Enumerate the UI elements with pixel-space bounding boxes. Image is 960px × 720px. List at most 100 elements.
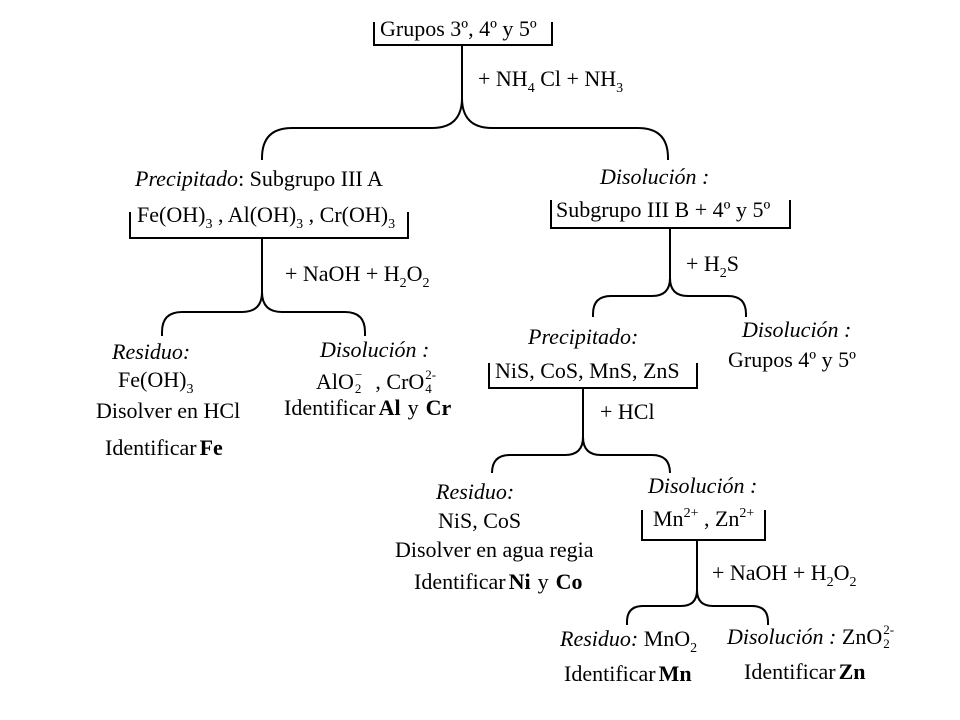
precipitado-sulfides-content: NiS, CoS, MnS, ZnS bbox=[495, 358, 680, 383]
formula-text: , CrO bbox=[369, 369, 425, 394]
reagent-h2s: + H2S bbox=[686, 251, 740, 281]
reagent-naoh-h2o2: + NaOH + H2O2 bbox=[285, 261, 430, 291]
reagent-subscript: 3 bbox=[616, 81, 624, 96]
element-symbol: Cr bbox=[425, 395, 452, 420]
formula-subscript: 3 bbox=[205, 217, 213, 232]
formula-subscript: 4 bbox=[425, 381, 432, 396]
element-symbol: Zn bbox=[838, 659, 866, 684]
element-symbol: Co bbox=[555, 569, 583, 594]
identify-text: Identificar bbox=[105, 435, 197, 460]
reagent-text: O bbox=[833, 560, 850, 585]
formula-superscript: 2- bbox=[425, 367, 437, 382]
mn-zn-bracket bbox=[641, 510, 766, 541]
subgroup-3a-bracket bbox=[129, 212, 409, 239]
reagent-text: S bbox=[726, 251, 740, 276]
disolucion-groups-content: Grupos 4º y 5º bbox=[728, 347, 856, 372]
reagent-subscript: 2 bbox=[826, 575, 834, 590]
reagent-subscript: 2 bbox=[719, 266, 727, 281]
reagent-subscript: 2 bbox=[422, 276, 430, 291]
subgroup-3b-brace-right bbox=[669, 277, 747, 317]
charge-subscript-stack: 2-4 bbox=[424, 368, 440, 395]
identify-text: Identificar bbox=[564, 661, 656, 686]
reagent-hcl: + HCl bbox=[600, 399, 655, 424]
residuo-ni-co-formula: NiS, CoS bbox=[438, 508, 522, 533]
reagent-subscript: 2 bbox=[399, 276, 407, 291]
formula-text: , Cr(OH) bbox=[303, 202, 389, 227]
residuo-fe-step: Disolver en HCl bbox=[96, 398, 241, 423]
reagent-naoh-h2o2-second: + NaOH + H2O2 bbox=[712, 560, 857, 590]
disolucion-label: Disolución : bbox=[727, 624, 837, 649]
residuo-ni-co-step: Disolver en agua regia bbox=[395, 537, 594, 562]
root-brace-right bbox=[461, 97, 669, 160]
residuo-fe-formula: Fe(OH)3 bbox=[118, 367, 193, 397]
formula-subscript: 2 bbox=[690, 641, 698, 656]
element-symbol: Al bbox=[378, 395, 401, 420]
formula-subscript: 2 bbox=[354, 381, 362, 396]
identify-text: Identificar bbox=[284, 395, 376, 420]
residuo-label: Residuo: bbox=[560, 626, 639, 651]
reagent-nh4cl-nh3: + NH4 Cl + NH3 bbox=[478, 66, 623, 96]
precipitado-label: Precipitado bbox=[135, 166, 239, 191]
hydroxides-formula: Fe(OH)3 , Al(OH)3 , Cr(OH)3 bbox=[137, 202, 395, 232]
residuo-ni-co-label: Residuo: bbox=[436, 479, 515, 504]
formula-subscript: 3 bbox=[186, 382, 194, 397]
formula-superscript: 2- bbox=[883, 622, 895, 637]
formula-text: ZnO bbox=[836, 624, 883, 649]
reagent-text: + NaOH + H bbox=[712, 560, 827, 585]
charge-subscript-stack: −2 bbox=[354, 368, 370, 395]
formula-text: Fe(OH) bbox=[137, 202, 206, 227]
reagent-subscript: 2 bbox=[849, 575, 857, 590]
reagent-text: + H bbox=[686, 251, 720, 276]
sulfides-brace-right bbox=[582, 436, 671, 474]
root-title: Grupos 3º, 4º y 5º bbox=[380, 16, 537, 41]
identify-text: Identificar bbox=[744, 659, 836, 684]
formula-text: Mn bbox=[653, 506, 684, 531]
residuo-fe-label: Residuo: bbox=[112, 339, 191, 364]
connector-text: y bbox=[537, 569, 549, 594]
subgroup-3a-label: Precipitado: Subgrupo III A bbox=[135, 167, 383, 191]
formula-superscript: 2+ bbox=[683, 506, 699, 521]
residuo-mno2: Residuo: MnO2 bbox=[560, 626, 697, 656]
reagent-text: O bbox=[406, 261, 423, 286]
reagent-text: + NaOH + H bbox=[285, 261, 400, 286]
disolucion-al-cr-label: Disolución : bbox=[320, 337, 430, 362]
identify-text: Identificar bbox=[414, 569, 506, 594]
precipitado-sulfides-label: Precipitado: bbox=[528, 324, 639, 349]
reagent-text: + NH bbox=[478, 66, 528, 91]
formula-text: MnO bbox=[638, 626, 691, 651]
connector-text: y bbox=[407, 395, 419, 420]
subgroup-3b-brace-left bbox=[592, 228, 671, 317]
formula-text: , Zn bbox=[698, 506, 740, 531]
formula-text: , Al(OH) bbox=[212, 202, 297, 227]
sulfides-bracket bbox=[488, 363, 698, 389]
sulfides-brace-left bbox=[491, 388, 584, 474]
subgroup-3a-brace-right bbox=[261, 291, 366, 336]
formula-superscript: 2+ bbox=[739, 506, 755, 521]
element-symbol: Ni bbox=[508, 569, 531, 594]
mn-zn-brace-left bbox=[626, 540, 698, 625]
reagent-subscript: 4 bbox=[527, 81, 535, 96]
charge-subscript-stack: 2-2 bbox=[882, 623, 898, 650]
formula-subscript: 2 bbox=[883, 636, 890, 651]
formula-superscript: − bbox=[354, 367, 363, 382]
disolucion-mn-zn-formula: Mn2+ , Zn2+ bbox=[653, 507, 754, 531]
element-symbol: Fe bbox=[199, 435, 223, 460]
formula-text: Fe(OH) bbox=[118, 367, 187, 392]
subgroup-3b-content: Subgrupo III B + 4º y 5º bbox=[556, 197, 771, 222]
subgroup-name: : Subgrupo III A bbox=[238, 166, 383, 191]
subgroup-3b-label: Disolución : bbox=[600, 164, 710, 189]
disolucion-groups-label: Disolución : bbox=[742, 317, 852, 342]
subgroup-3a-brace-left bbox=[161, 238, 263, 336]
disolucion-mn-zn-label: Disolución : bbox=[648, 473, 758, 498]
formula-subscript: 3 bbox=[296, 217, 304, 232]
element-symbol: Mn bbox=[658, 661, 692, 686]
